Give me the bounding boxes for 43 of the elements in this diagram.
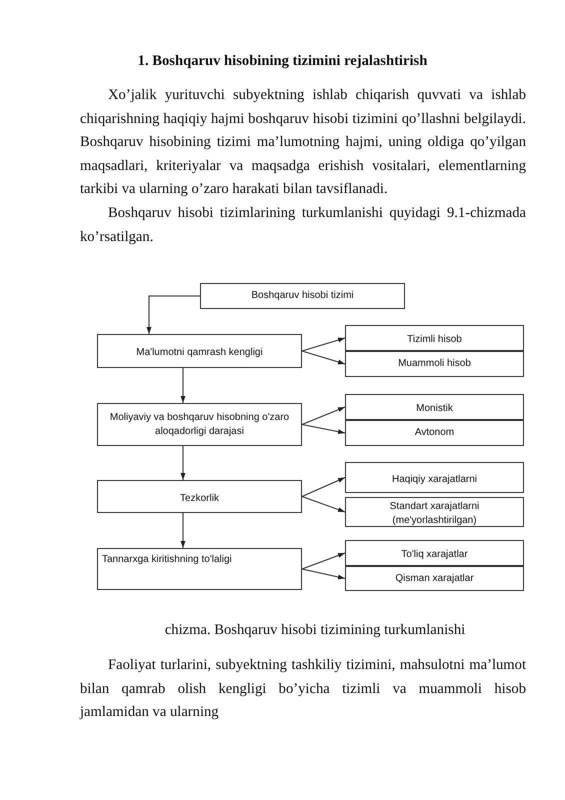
paragraph: Boshqaruv hisobi tizimlarining turkumlanishi quyidagi 9.1-chizmada ko’rsatilgan.: [80, 204, 526, 247]
arrow: [180, 512, 186, 548]
category-box: [97, 480, 302, 513]
category-box: [200, 283, 405, 309]
paragraph: Faoliyat turlarini, subyektning tashkiliy tizimini, mahsulotni ma’lumot bilan qamrab olish kengligi bo’yicha tizimli va muammoli hisob jamlamidan va ularning: [80, 656, 526, 722]
arrow: [180, 368, 186, 404]
arrow: [302, 477, 346, 497]
category-box: [345, 325, 524, 351]
box-label: Tizimli hisob: [406, 333, 463, 347]
category-box: [345, 420, 524, 446]
category-box: [345, 497, 524, 527]
category-box: [97, 548, 302, 590]
category-box: [345, 394, 524, 420]
box-label: Monistik: [415, 402, 454, 416]
arrow: [302, 424, 346, 434]
box-label: To'liq xarajatlar: [400, 548, 469, 562]
arrow: [302, 552, 346, 570]
category-box: [345, 566, 524, 591]
category-box: [345, 351, 524, 377]
box-label: Boshqaruv hisobi tizimi: [250, 289, 355, 303]
heading: 1. Boshqaruv hisobining tizimini rejalashtirish: [136, 52, 428, 71]
box-label: Moliyaviy va boshqaruv hisobning o'zaro aloqadorligi darajasi: [108, 410, 290, 438]
arrow: [302, 568, 346, 580]
box-label: Haqiqiy xarajatlarni: [390, 472, 478, 486]
box-label: Tezkorlik: [179, 492, 220, 506]
figure-caption: chizma. Boshqaruv hisobi tizimining turkumlanishi: [164, 621, 466, 640]
box-label: Qisman xarajatlar: [394, 572, 475, 586]
box-label: Tannarxga kiritishning to'laligi: [102, 553, 232, 567]
category-box: [97, 403, 302, 446]
arrow: [302, 406, 346, 425]
box-label: Standart xarajatlarni (me'yorlashtirilgan): [388, 500, 480, 528]
category-box: [345, 540, 524, 566]
category-box: [345, 462, 524, 493]
arrow: [302, 338, 346, 352]
arrow: [180, 446, 186, 480]
arrow: [302, 350, 346, 364]
arrow: [146, 296, 200, 334]
arrow: [302, 496, 346, 512]
box-label: Avtonom: [414, 426, 456, 440]
paragraph: Xo’jalik yurituvchi subyektning ishlab chiqarish quvvati va ishlab chiqarishning haqiqiy hajmi boshqaruv hisobi tizimini qo’llashni belgilaydi. Boshqaruv hisobining tizimi ma’lumotning hajmi, uning oldiga qo’yilgan maqsadlari, kriteriyalar va maqsadga erishish vositalari, elementlarning tarkibi va ularning o’zaro harakati bilan tavsiflanadi.: [80, 86, 526, 200]
category-box: [97, 334, 302, 368]
box-label: Muammoli hisob: [397, 357, 472, 371]
box-label: Ma'lumotni qamrash kengligi: [135, 346, 264, 360]
